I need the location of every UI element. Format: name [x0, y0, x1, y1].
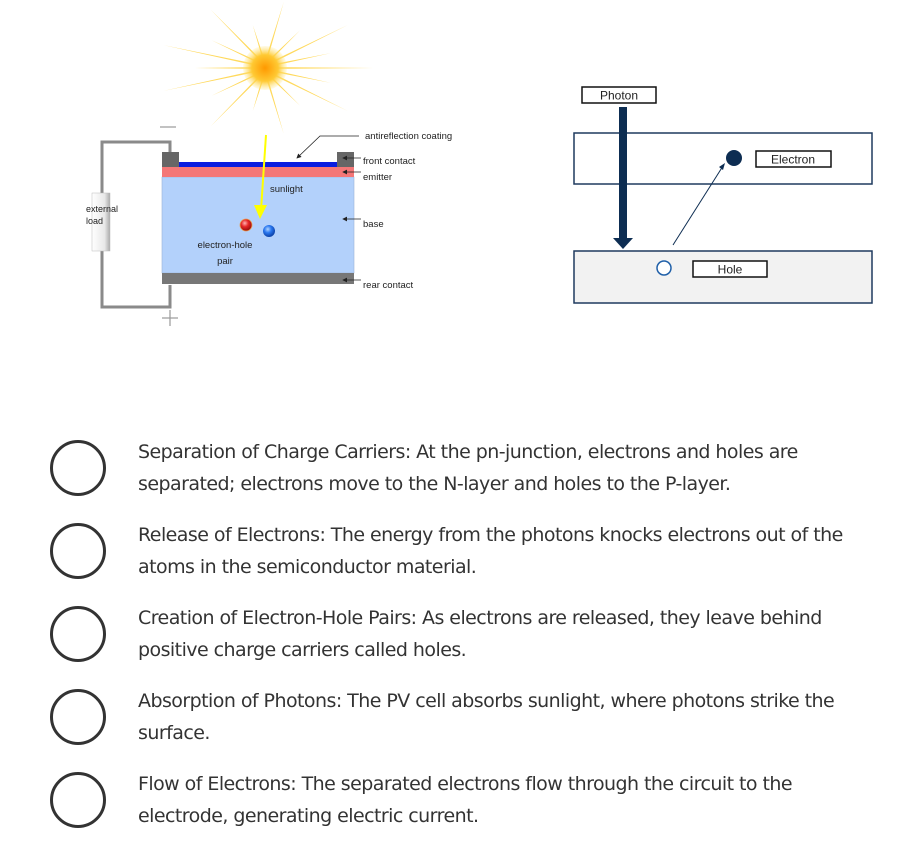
electron-label-box	[755, 150, 832, 168]
hole-particle	[239, 218, 253, 232]
option-4[interactable]: Absorption of Photons: The PV cell absor…	[0, 679, 912, 759]
front-contact-left	[162, 152, 179, 167]
sun-core	[243, 46, 287, 90]
photon-label: Photon	[600, 89, 638, 103]
option-3-radio[interactable]	[50, 606, 106, 662]
option-1-radio[interactable]	[50, 440, 106, 496]
base-layer	[161, 176, 355, 274]
option-4-radio[interactable]	[50, 689, 106, 745]
option-4-line1: Absorption of Photons: The PV cell absor…	[138, 690, 835, 712]
electron-hole-pair-label-2: pair	[217, 256, 233, 267]
base-label: base	[363, 219, 384, 230]
rear-contact	[162, 273, 354, 284]
option-5-text[interactable]: Flow of Electrons: The separated electro…	[138, 768, 888, 832]
option-1-line2: separated; electrons move to the N-layer…	[138, 473, 731, 495]
option-4-line2: surface.	[138, 722, 210, 744]
sun-icon	[163, 2, 373, 134]
external-load-label-1: external	[86, 204, 118, 214]
sun-ray	[265, 67, 373, 69]
option-3-line2: positive charge carriers called holes.	[138, 639, 467, 661]
photon-arrowhead	[613, 238, 633, 249]
option-2-line1: Release of Electrons: The energy from th…	[138, 524, 843, 546]
option-2[interactable]: Release of Electrons: The energy from th…	[0, 513, 912, 593]
option-3[interactable]: Creation of Electron-Hole Pairs: As elec…	[0, 596, 912, 676]
rear-contact-label: rear contact	[363, 280, 414, 291]
circuit-wire	[100, 140, 172, 309]
solar-cell-diagram: external load sunlight electron-hole pai…	[86, 2, 452, 326]
option-3-line1: Creation of Electron-Hole Pairs: As elec…	[138, 607, 822, 629]
option-2-radio[interactable]	[50, 523, 106, 579]
electron-hole-pair-label-1: electron-hole	[198, 240, 253, 251]
external-load-resistor	[91, 192, 111, 252]
photon-label-box	[581, 86, 657, 104]
option-2-text[interactable]: Release of Electrons: The energy from th…	[138, 519, 888, 583]
antireflection-coating	[179, 162, 337, 167]
hole-label: Hole	[718, 263, 743, 277]
sunlight-arrow	[260, 134, 267, 211]
excitation-arrow	[672, 165, 724, 246]
electron-particle	[263, 225, 275, 237]
option-1-text[interactable]: Separation of Charge Carriers: At the pn…	[138, 436, 888, 500]
photon-arrow	[619, 107, 627, 239]
front-contact-right	[337, 152, 354, 167]
sunlight-arrowhead	[254, 205, 267, 219]
excitation-arrowhead	[719, 163, 725, 170]
electron-dot	[726, 150, 742, 166]
option-1-line1: Separation of Charge Carriers: At the pn…	[138, 441, 798, 463]
plus-sign	[162, 310, 178, 326]
band-diagram: Photon Electron Hole	[573, 86, 873, 304]
hole-dot	[656, 260, 672, 276]
electron-label: Electron	[771, 153, 815, 167]
option-5[interactable]: Flow of Electrons: The separated electro…	[0, 762, 912, 842]
external-load-label-2: load	[86, 216, 103, 226]
option-3-text[interactable]: Creation of Electron-Hole Pairs: As elec…	[138, 602, 888, 666]
sunlight-label: sunlight	[270, 184, 303, 195]
hole-label-box	[692, 260, 768, 278]
antireflection-coating-label: antireflection coating	[365, 131, 452, 142]
front-contact-label: front contact	[363, 156, 416, 167]
option-5-line2: electrode, generating electric current.	[138, 805, 479, 827]
antireflection-pointer	[296, 135, 359, 159]
emitter-layer	[162, 167, 354, 177]
option-1[interactable]: Separation of Charge Carriers: At the pn…	[0, 430, 912, 510]
option-5-radio[interactable]	[50, 772, 106, 828]
emitter-label: emitter	[363, 172, 392, 183]
option-4-text[interactable]: Absorption of Photons: The PV cell absor…	[138, 685, 888, 749]
option-5-line1: Flow of Electrons: The separated electro…	[138, 773, 793, 795]
option-2-line2: atoms in the semiconductor material.	[138, 556, 477, 578]
